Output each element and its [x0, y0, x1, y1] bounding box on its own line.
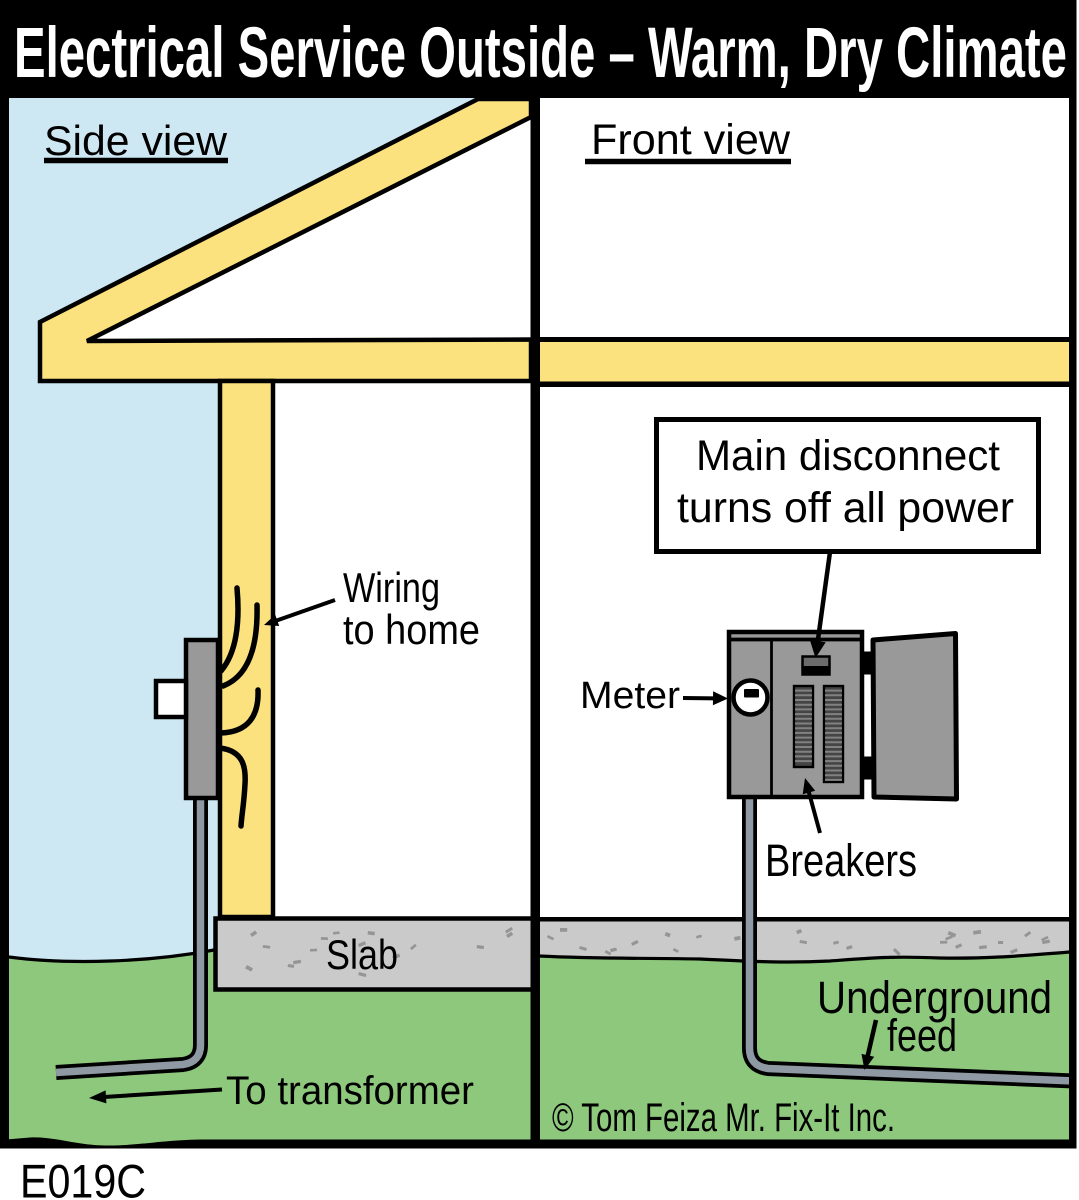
svg-text:Main disconnect: Main disconnect	[696, 432, 1000, 480]
svg-text:Side view: Side view	[44, 117, 228, 164]
svg-text:Meter: Meter	[580, 675, 680, 717]
svg-text:feed: feed	[887, 1010, 957, 1061]
svg-text:Breakers: Breakers	[765, 835, 917, 886]
svg-text:Front view: Front view	[591, 116, 791, 164]
svg-text:Electrical Service Outside – W: Electrical Service Outside – Warm, Dry C…	[14, 14, 1067, 93]
svg-text:To transformer: To transformer	[226, 1069, 474, 1113]
svg-text:Underground: Underground	[817, 972, 1052, 1023]
svg-text:to home: to home	[343, 606, 480, 653]
svg-text:turns off all power: turns off all power	[677, 484, 1014, 532]
svg-text:Slab: Slab	[326, 931, 398, 978]
svg-text:E019C: E019C	[20, 1155, 146, 1200]
svg-text:Wiring: Wiring	[343, 564, 440, 611]
svg-text:© Tom Feiza Mr. Fix-It Inc.: © Tom Feiza Mr. Fix-It Inc.	[552, 1096, 895, 1140]
